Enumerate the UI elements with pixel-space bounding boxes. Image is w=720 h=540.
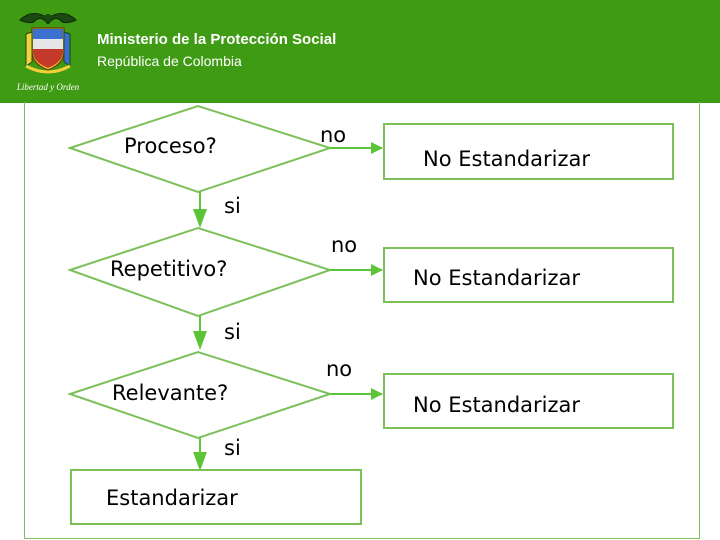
result-box-1 xyxy=(383,123,674,180)
no-label-3: no xyxy=(326,357,352,381)
decision-label-relevante: Relevante? xyxy=(112,381,228,405)
arrowhead-si-3 xyxy=(193,452,207,471)
no-label-2: no xyxy=(331,233,357,257)
result-box-3 xyxy=(383,373,674,429)
final-result-box xyxy=(70,469,362,525)
si-label-1: si xyxy=(224,194,241,218)
si-label-3: si xyxy=(224,436,241,460)
decision-label-proceso: Proceso? xyxy=(124,134,217,158)
motto-text: Libertad y Orden xyxy=(16,82,80,92)
result-label-1: No Estandarizar xyxy=(423,147,590,171)
coat-of-arms-logo: Libertad y Orden xyxy=(16,13,80,92)
no-label-1: no xyxy=(320,123,346,147)
final-result-label: Estandarizar xyxy=(106,486,238,510)
result-label-3: No Estandarizar xyxy=(413,393,580,417)
arrowhead-si-1 xyxy=(193,209,207,228)
result-label-2: No Estandarizar xyxy=(413,266,580,290)
ministry-title: Ministerio de la Protección Social xyxy=(97,31,337,48)
decision-label-repetitivo: Repetitivo? xyxy=(110,257,227,281)
header-bar: Libertad y Orden Ministerio de la Protec… xyxy=(0,0,720,103)
arrowhead-si-2 xyxy=(193,331,207,350)
content-frame xyxy=(24,102,700,539)
country-subtitle: República de Colombia xyxy=(97,53,242,69)
si-label-2: si xyxy=(224,320,241,344)
result-box-2 xyxy=(383,247,674,303)
